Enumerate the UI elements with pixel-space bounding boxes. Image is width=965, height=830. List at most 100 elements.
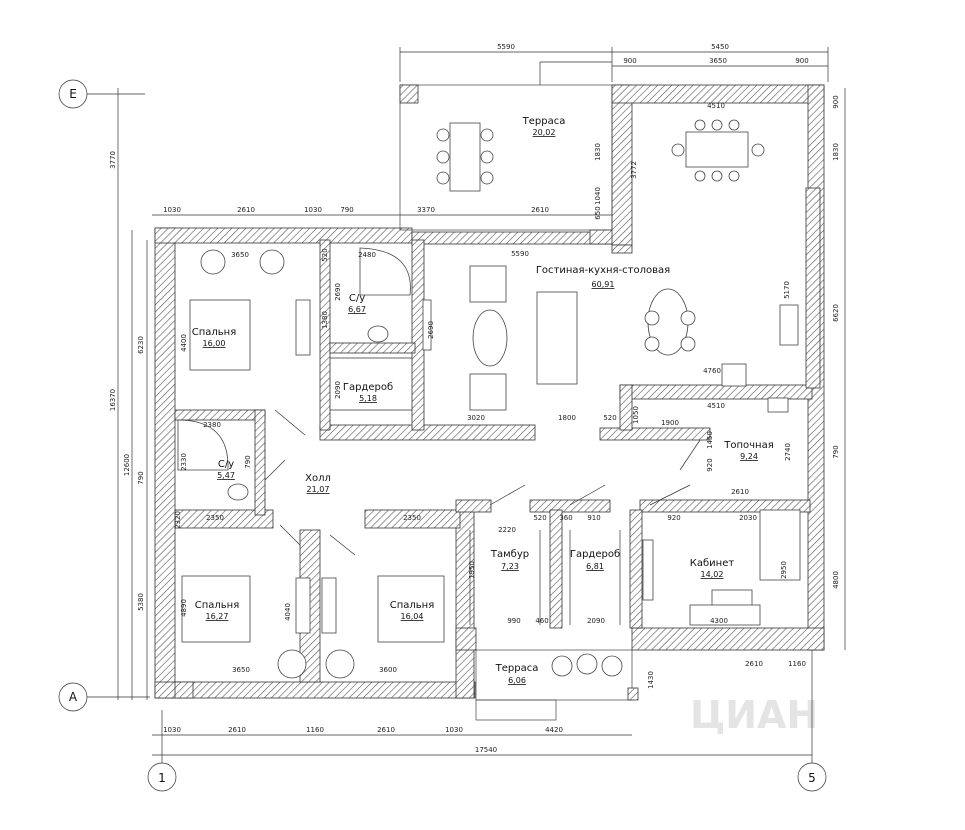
room-area: 9,24 (740, 452, 758, 461)
dimension-label: 2690 (334, 283, 342, 301)
dimension-label: 4400 (180, 334, 188, 352)
dimension-label: 2740 (784, 443, 792, 461)
dimension-label: 6620 (832, 304, 840, 322)
dimension-label: 920 (706, 458, 714, 471)
dimension-label: 1430 (647, 671, 655, 689)
room-area: 6,67 (348, 305, 366, 314)
dimension-label: 16370 (109, 389, 117, 411)
dimension-label: 1380 (321, 311, 329, 329)
dimension-label: 2030 (739, 514, 757, 522)
axis-label-top: Е (69, 87, 77, 101)
room-name: Спальня (390, 600, 435, 611)
dimension-label: 2610 (531, 206, 549, 214)
dimension-label: 2610 (237, 206, 255, 214)
dimension-label: 790 (832, 445, 840, 458)
walls (154, 84, 825, 699)
axis-markers: Е А 1 5 (58, 79, 827, 792)
dimension-label: 2330 (180, 453, 188, 471)
dimension-label: 2380 (203, 421, 221, 429)
dimension-label: 650 (594, 206, 602, 219)
dimension-label: 2610 (377, 726, 395, 734)
dimension-label: 4890 (180, 599, 188, 617)
dimension-label: 790 (340, 206, 353, 214)
dimension-label: 1160 (306, 726, 324, 734)
dimension-label: 2950 (780, 561, 788, 579)
room-area: 5,47 (217, 471, 235, 480)
dimension-label: 1950 (468, 561, 476, 579)
dimension-label: 2610 (731, 488, 749, 496)
room-area: 6,81 (586, 562, 604, 571)
dimension-label: 3650 (231, 251, 249, 259)
room-area: 5,18 (359, 394, 377, 403)
dimension-label: 520 (603, 414, 616, 422)
room-area: 16,04 (401, 612, 424, 621)
dimension-label: 4760 (703, 367, 721, 375)
dimension-label: 5380 (137, 593, 145, 611)
room-name: С/у (218, 459, 234, 470)
room-name: С/у (349, 293, 365, 304)
room-area: 7,23 (501, 562, 519, 571)
dimension-label: 1830 (832, 143, 840, 161)
dimension-label: 520 (321, 248, 329, 261)
dimension-label: 6230 (137, 336, 145, 354)
dimension-label: 920 (667, 514, 680, 522)
dimension-label: 4510 (707, 402, 725, 410)
dimension-labels: 5590 5450 900 3650 900 1030 2610 1030 79… (109, 43, 840, 754)
door-swings (264, 409, 701, 556)
axis-label-left: 1 (158, 771, 166, 785)
room-area: 21,07 (307, 485, 330, 494)
room-name: Гостиная-кухня-столовая (536, 265, 670, 276)
dimension-label: 2220 (498, 526, 516, 534)
dimension-label: 3600 (379, 666, 397, 674)
dimension-label: 3650 (709, 57, 727, 65)
dimension-label: 2350 (403, 514, 421, 522)
dimension-label: 4510 (707, 102, 725, 110)
dimension-label: 2610 (745, 660, 763, 668)
dimension-label: 1160 (788, 660, 806, 668)
room-name: Спальня (195, 600, 240, 611)
dimension-label: 3770 (109, 151, 117, 169)
dimension-label: 2350 (206, 514, 224, 522)
room-area: 60,91 (592, 280, 615, 289)
dimension-label: 1900 (661, 419, 679, 427)
dimension-label: 2480 (358, 251, 376, 259)
room-name: Терраса (522, 116, 566, 127)
dimension-label: 2320 (174, 511, 182, 529)
dimension-label: 2610 (228, 726, 246, 734)
dimension-label: 790 (137, 471, 145, 484)
room-area: 16,00 (203, 339, 226, 348)
dimension-label: 1800 (558, 414, 576, 422)
room-name: Холл (305, 473, 331, 484)
dimension-label: 460 (535, 617, 548, 625)
dimension-label: 2090 (587, 617, 605, 625)
dimension-label: 4300 (710, 617, 728, 625)
dimension-label: 990 (507, 617, 520, 625)
room-name: Кабинет (690, 558, 735, 569)
room-name: Тамбур (490, 549, 529, 560)
room-area: 20,02 (533, 128, 556, 137)
dimension-label: 1030 (445, 726, 463, 734)
dimension-label: 900 (832, 95, 840, 108)
dimension-label: 5170 (783, 281, 791, 299)
dimension-label: 3020 (467, 414, 485, 422)
dimension-label: 1830 (594, 143, 602, 161)
dimension-label: 1030 (163, 206, 181, 214)
dimension-label: 790 (244, 455, 252, 468)
dimension-label: 1030 (163, 726, 181, 734)
room-name: Гардероб (343, 382, 393, 393)
dimension-label: 5590 (497, 43, 515, 51)
furniture (177, 119, 801, 679)
dimension-label: 12600 (123, 454, 131, 476)
dimension-label: 4040 (284, 603, 292, 621)
room-name: Гардероб (570, 549, 620, 560)
dimension-label: 3370 (417, 206, 435, 214)
room-area: 14,02 (701, 570, 724, 579)
room-area: 6,06 (508, 676, 526, 685)
dimension-label: 1030 (304, 206, 322, 214)
dimension-label: 1450 (706, 431, 714, 449)
axis-label-right: 5 (808, 771, 816, 785)
room-name: Терраса (495, 663, 539, 674)
dimension-label: 520 (533, 514, 546, 522)
dimension-label: 4420 (545, 726, 563, 734)
dimension-lines (117, 47, 846, 756)
